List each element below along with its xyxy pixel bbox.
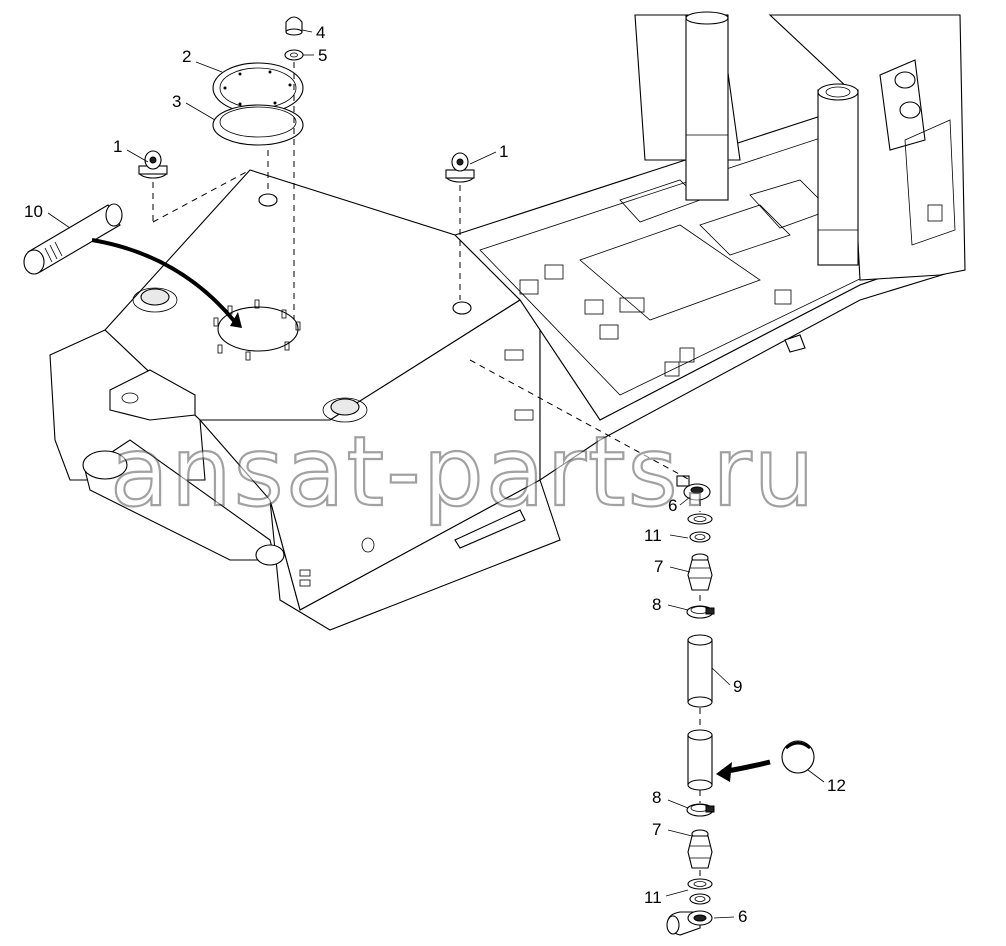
callout-4: 4 [316,23,325,42]
callout-6-top: 6 [668,496,677,515]
part-12-ball [781,740,815,774]
arrow-part-10 [91,238,237,324]
assembly-lines [152,62,701,878]
callout-7-bottom: 7 [652,820,661,839]
part-11-seal-bottom [687,878,713,905]
part-8-clamp-bottom [686,803,715,817]
callout-1-right: 1 [499,142,508,161]
callout-6-bottom: 6 [738,907,747,926]
part-1-lifting-eye-right [445,152,475,183]
callout-5: 5 [318,46,327,65]
watermark-text: ansat-parts.ru [110,416,817,528]
callout-8-top: 8 [652,595,661,614]
callout-8-bottom: 8 [652,788,661,807]
part-8-clamp-top [686,605,715,619]
part-7-fitting-bottom [687,829,713,869]
mast-assembly [634,11,966,281]
callout-7-top: 7 [654,557,663,576]
callout-11-bottom: 11 [644,888,662,907]
callout-12: 12 [827,776,846,795]
part-6-elbow-bottom [666,910,713,936]
callout-11-top: 11 [644,526,662,545]
callout-labels: 1 1 2 3 4 5 6 6 7 7 8 8 9 10 11 11 12 [24,23,846,926]
part-7-fitting-top [687,553,713,591]
callout-9: 9 [733,677,742,696]
callout-1-left: 1 [113,137,122,156]
part-9-hose-lower [687,729,713,791]
part-9-hose-upper [687,634,713,708]
callout-3: 3 [172,92,181,111]
part-11-seal-top [687,513,713,543]
part-3-gasket [212,104,304,146]
part-5-washer [284,49,304,61]
callout-2: 2 [182,47,191,66]
leader-lines [47,29,825,919]
part-4-cap-nut [285,16,303,36]
callout-10: 10 [24,202,43,221]
part-6-elbow-top [676,475,711,501]
part-1-lifting-eye-left [138,150,168,179]
part-10-pin [23,203,123,275]
